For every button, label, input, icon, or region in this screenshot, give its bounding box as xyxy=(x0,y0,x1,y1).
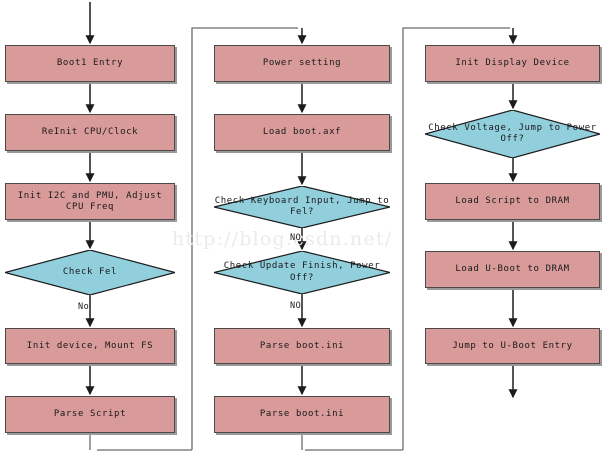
node-parse-boot-ini-2[interactable]: Parse boot.ini xyxy=(214,396,390,433)
node-label: Jump to U-Boot Entry xyxy=(452,340,573,351)
node-check-update-finish[interactable]: Check Update Finish, Power Off? xyxy=(214,251,390,294)
decision-diamond-shape xyxy=(425,110,600,158)
node-init-device-mount-fs[interactable]: Init device, Mount FS xyxy=(5,328,175,364)
node-label: Load U-Boot to DRAM xyxy=(455,264,570,275)
node-label: Init I2C and PMU, Adjust CPU Freq xyxy=(17,190,163,212)
node-init-display-device[interactable]: Init Display Device xyxy=(425,45,600,82)
node-load-uboot-to-dram[interactable]: Load U-Boot to DRAM xyxy=(425,251,600,288)
decision-diamond-shape xyxy=(214,186,390,228)
decision-diamond-shape xyxy=(214,251,390,294)
node-label: Parse boot.ini xyxy=(259,340,345,351)
node-label: Power setting xyxy=(262,58,342,69)
node-label: Init Display Device xyxy=(455,58,570,69)
node-label: Parse boot.ini xyxy=(259,409,345,420)
node-check-keyboard-input[interactable]: Check Keyboard Input, Jump to Fel? xyxy=(214,186,390,228)
node-label: Boot1 Entry xyxy=(56,58,124,69)
node-init-i2c-pmu[interactable]: Init I2C and PMU, Adjust CPU Freq xyxy=(5,183,175,220)
node-check-fel[interactable]: Check Fel xyxy=(5,250,175,295)
node-label: Parse Script xyxy=(53,409,127,420)
node-power-setting[interactable]: Power setting xyxy=(214,45,390,82)
node-load-script-to-dram[interactable]: Load Script to DRAM xyxy=(425,183,600,220)
node-jump-to-uboot-entry[interactable]: Jump to U-Boot Entry xyxy=(425,328,600,364)
node-label: Load boot.axf xyxy=(262,127,342,138)
node-label: Init device, Mount FS xyxy=(26,340,154,351)
watermark-text: http://blog.csdn.net/ xyxy=(172,228,393,250)
node-parse-script[interactable]: Parse Script xyxy=(5,396,175,433)
edge-label-check-fel-no: No xyxy=(78,302,90,312)
node-reinit-cpu-clock[interactable]: ReInit CPU/Clock xyxy=(5,114,175,151)
node-load-boot-axf[interactable]: Load boot.axf xyxy=(214,114,390,151)
edge-label-check-update-finish-no: NO xyxy=(290,301,302,311)
node-boot1-entry[interactable]: Boot1 Entry xyxy=(5,45,175,82)
edge-label-check-keyboard-input-no: NO xyxy=(290,233,302,243)
node-label: ReInit CPU/Clock xyxy=(41,127,139,138)
decision-diamond-shape xyxy=(5,250,175,295)
node-parse-boot-ini-1[interactable]: Parse boot.ini xyxy=(214,328,390,364)
column-rails xyxy=(97,27,510,451)
node-check-voltage[interactable]: Check Voltage, Jump to Power Off? xyxy=(425,110,600,158)
node-label: Load Script to DRAM xyxy=(455,196,570,207)
